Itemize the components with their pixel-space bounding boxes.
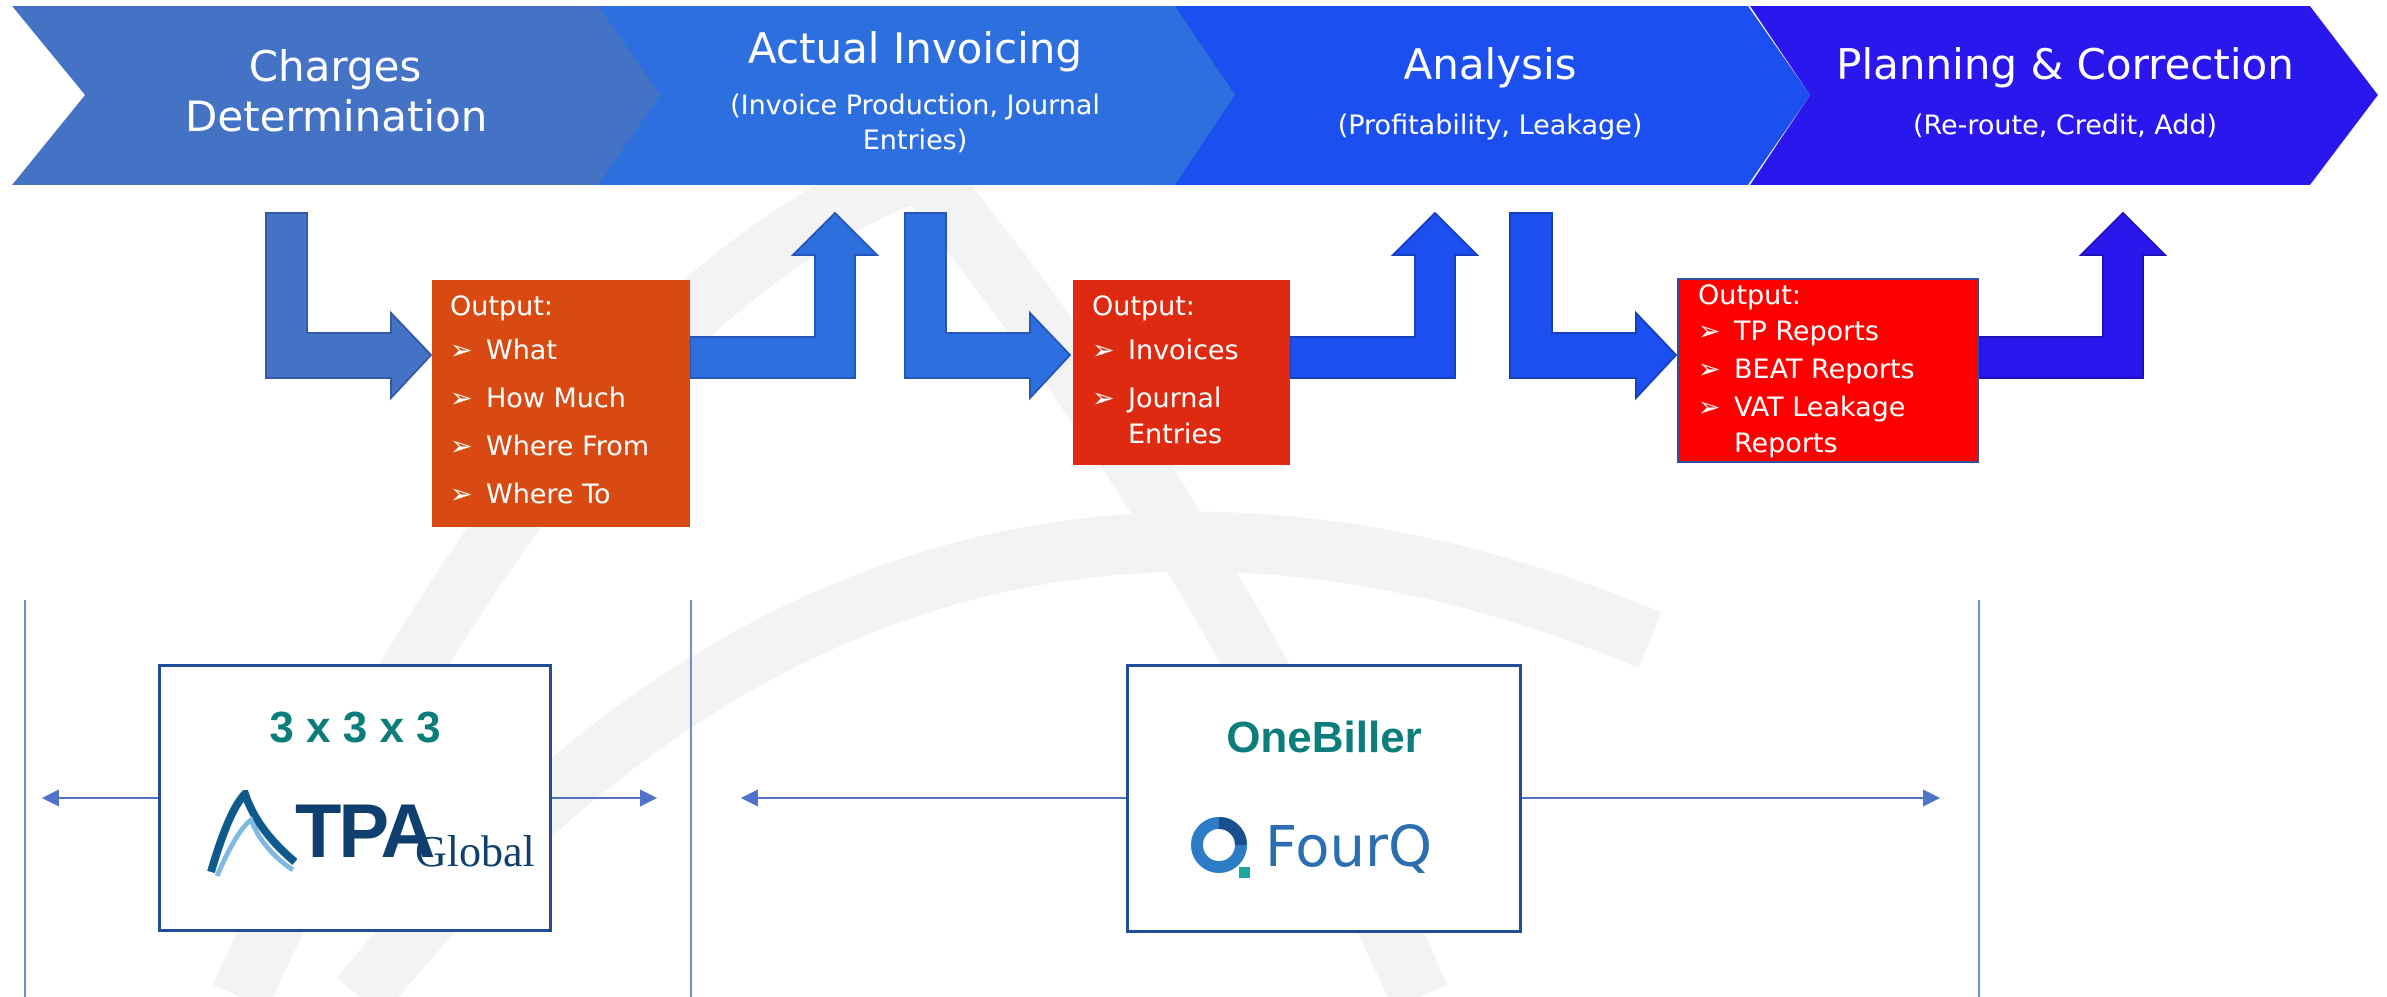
stage-chevron-planning bbox=[1750, 6, 2378, 185]
tpa-global-logo: TPA Global bbox=[207, 789, 535, 890]
stage-subtitle: (Profitability, Leakage) bbox=[1337, 110, 1643, 141]
arrow-bullet-icon: ➢ bbox=[450, 479, 473, 510]
product-title: 3 x 3 x 3 bbox=[269, 703, 441, 752]
arrow-bullet-icon: ➢ bbox=[1698, 316, 1721, 347]
stage-subtitle: (Re-route, Credit, Add) bbox=[1912, 110, 2218, 141]
product-card-tpa: 3 x 3 x 3 TPA Global bbox=[158, 664, 552, 932]
stage-label-invoicing: Actual Invoicing (Invoice Production, Jo… bbox=[680, 24, 1150, 158]
stage-title: Planning & Correction bbox=[1836, 40, 2294, 89]
fourq-q-icon bbox=[1191, 817, 1250, 878]
stage-label-analysis: Analysis (Profitability, Leakage) bbox=[1250, 40, 1730, 143]
arrow-bullet-icon: ➢ bbox=[450, 335, 473, 366]
tpa-swoosh-icon bbox=[207, 790, 297, 877]
output-item: ➢VAT Leakage Reports bbox=[1698, 392, 1906, 459]
arrow-bullet-icon: ➢ bbox=[1092, 335, 1115, 366]
output-item: ➢TP Reports bbox=[1698, 314, 1973, 350]
down-right-arrow-3 bbox=[1509, 212, 1678, 401]
output-item: ➢BEAT Reports bbox=[1698, 352, 1973, 388]
stage-title: Actual Invoicing bbox=[747, 24, 1083, 73]
stage-chevron-charges bbox=[12, 6, 660, 185]
output-item: ➢Where To bbox=[450, 477, 685, 513]
output-item: ➢What bbox=[450, 333, 685, 369]
stage-subtitle: (Invoice Production, Journal Entries) bbox=[730, 90, 1100, 156]
output-list-3: Output: ➢TP Reports ➢BEAT Reports ➢VAT L… bbox=[1698, 278, 1973, 462]
output-box-1 bbox=[432, 280, 690, 527]
separator-line-2 bbox=[690, 600, 692, 997]
output-list-2: Output: ➢Invoices ➢Journal Entries bbox=[1092, 287, 1282, 465]
output-header: Output: bbox=[1092, 291, 1195, 322]
output-box-2 bbox=[1073, 280, 1290, 465]
stage-title: Analysis bbox=[1403, 40, 1577, 89]
output-item: ➢Journal Entries bbox=[1092, 383, 1223, 450]
arrow-bullet-icon: ➢ bbox=[450, 383, 473, 414]
stage-label-charges: Charges Determination bbox=[95, 42, 575, 142]
output-item: ➢Where From bbox=[450, 429, 685, 465]
stage-title: Charges Determination bbox=[185, 42, 488, 141]
logo-main-text: FourQ bbox=[1265, 815, 1433, 880]
arrow-bullet-icon: ➢ bbox=[1698, 354, 1721, 385]
arrow-bullet-icon: ➢ bbox=[1092, 383, 1115, 414]
product-card-onebiller: OneBiller FourQ bbox=[1126, 664, 1522, 933]
fourq-logo: FourQ bbox=[1189, 815, 1479, 885]
arrow-bullet-icon: ➢ bbox=[1698, 392, 1721, 423]
logo-main-text: TPA bbox=[295, 789, 435, 874]
output-list-1: Output: ➢What ➢How Much ➢Where From ➢Whe… bbox=[450, 287, 685, 525]
output-header: Output: bbox=[450, 291, 553, 322]
down-right-arrow-2 bbox=[904, 212, 1072, 401]
output-box-3 bbox=[1677, 278, 1979, 463]
right-up-arrow-2 bbox=[1289, 211, 1480, 379]
right-up-arrow-1 bbox=[689, 211, 880, 379]
stage-label-planning: Planning & Correction (Re-route, Credit,… bbox=[1815, 40, 2315, 143]
product-title: OneBiller bbox=[1226, 713, 1422, 762]
stage-chevron-invoicing bbox=[598, 6, 1235, 185]
logo-suffix-text: Global bbox=[415, 827, 535, 876]
arrow-bullet-icon: ➢ bbox=[450, 431, 473, 462]
output-header: Output: bbox=[1698, 280, 1801, 311]
output-item: ➢How Much bbox=[450, 381, 685, 417]
stage-chevron-analysis bbox=[1175, 6, 1810, 185]
right-up-arrow-3 bbox=[1977, 211, 2168, 379]
output-item: ➢Invoices bbox=[1092, 333, 1282, 369]
down-right-arrow-1 bbox=[265, 212, 433, 401]
separator-line-1 bbox=[24, 600, 26, 997]
separator-line-3 bbox=[1978, 600, 1980, 997]
